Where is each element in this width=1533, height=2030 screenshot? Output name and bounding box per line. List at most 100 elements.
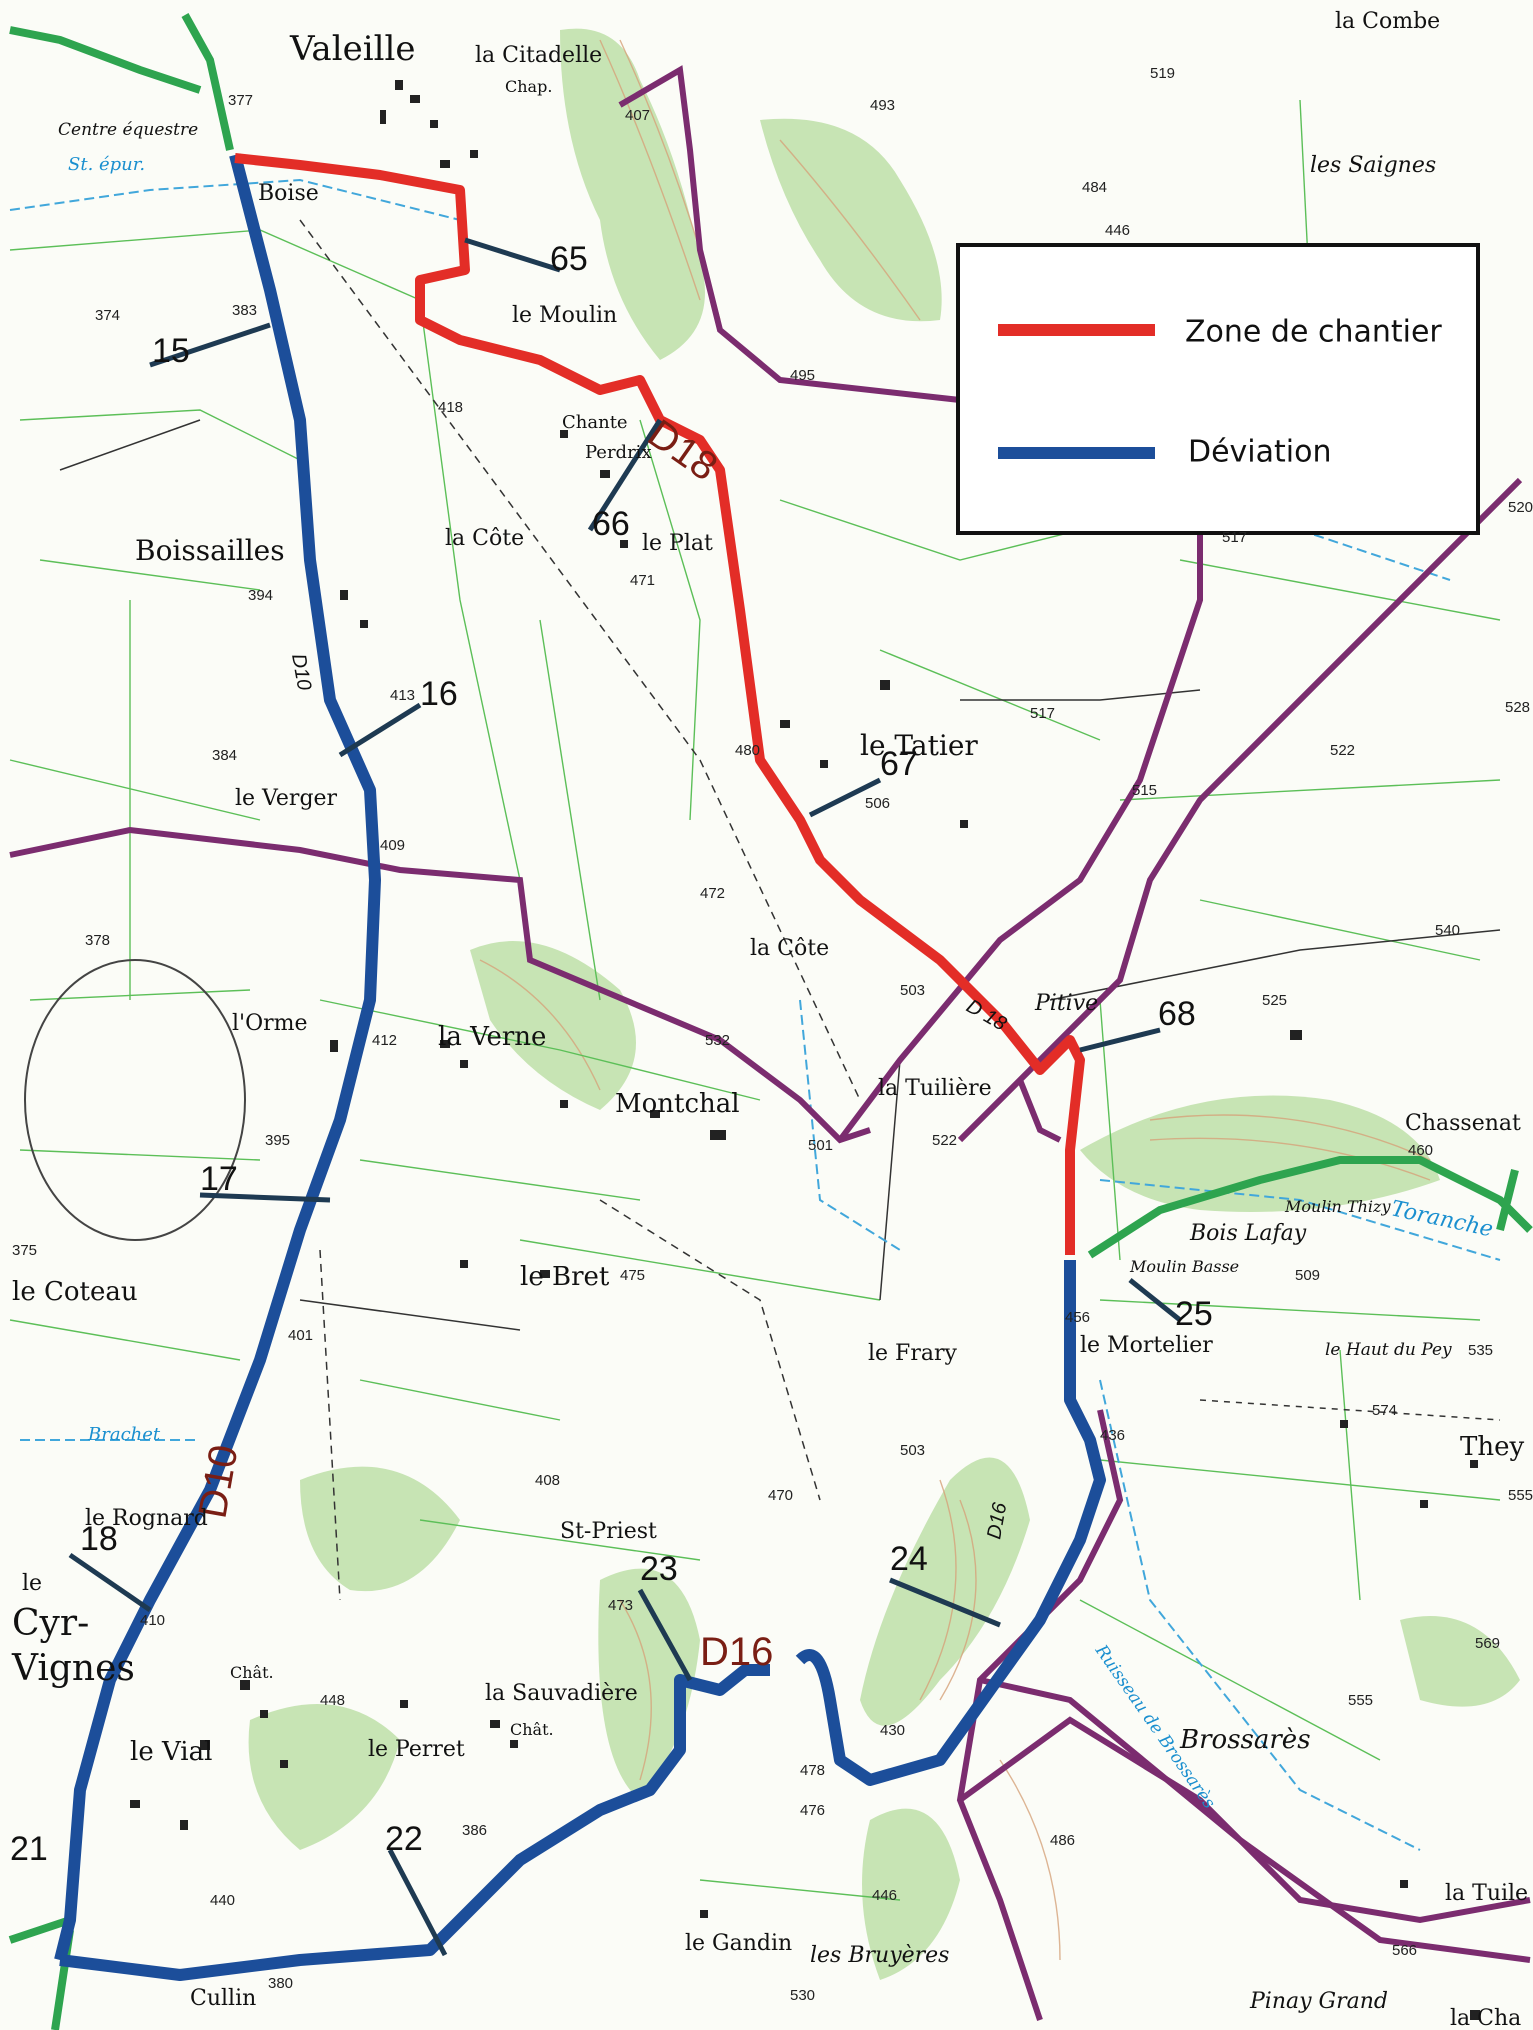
altitude: 448 xyxy=(320,1692,345,1709)
legend-label-detour: Déviation xyxy=(1188,435,1332,470)
place-la-sauvadiere: la Sauvadière xyxy=(485,1681,638,1706)
altitude: 509 xyxy=(1295,1267,1320,1284)
place-le-vial: le Vial xyxy=(130,1737,212,1767)
altitude: 440 xyxy=(210,1892,235,1909)
legend: Zone de chantier Déviation xyxy=(956,243,1480,535)
place-they: They xyxy=(1460,1432,1524,1462)
place-citadelle: la Citadelle xyxy=(475,43,602,68)
place-chat-2: Chât. xyxy=(510,1720,554,1739)
place-le-tatier: le Tatier xyxy=(860,729,978,762)
legend-box xyxy=(956,243,1480,535)
altitude: 503 xyxy=(900,982,925,999)
place-combe: la Combe xyxy=(1335,9,1440,34)
place-la-tuiliere: la Tuilière xyxy=(878,1076,992,1101)
altitude: 407 xyxy=(625,107,650,124)
altitude: 436 xyxy=(1100,1427,1125,1444)
commune-boundaries xyxy=(9,65,1531,2021)
altitude: 384 xyxy=(212,747,237,764)
altitude: 569 xyxy=(1475,1635,1500,1652)
place-le-haut-du-pey: le Haut du Pey xyxy=(1325,1340,1452,1360)
altitude: 475 xyxy=(620,1267,645,1284)
road-label-d16: D16 xyxy=(700,1630,773,1674)
altitude: 374 xyxy=(95,307,120,324)
altitude: 476 xyxy=(800,1802,825,1819)
construction-zone xyxy=(234,153,1085,1255)
altitude: 486 xyxy=(1050,1832,1075,1849)
place-le-perret: le Perret xyxy=(368,1737,465,1762)
place-chap: Chap. xyxy=(505,77,552,96)
marker-17: 17 xyxy=(200,1160,238,1198)
place-boise: Boise xyxy=(258,181,319,206)
altitude: 478 xyxy=(800,1762,825,1779)
altitude: 460 xyxy=(1408,1142,1433,1159)
place-vignes: Vignes xyxy=(11,1648,135,1689)
altitude: 525 xyxy=(1262,992,1287,1009)
legend-label-construction: Zone de chantier xyxy=(1185,315,1442,350)
marker-68: 68 xyxy=(1158,995,1196,1033)
altitude: 522 xyxy=(932,1132,957,1149)
marker-23: 23 xyxy=(640,1550,678,1588)
place-pitive: Pitive xyxy=(1034,991,1098,1016)
place-moulin-basse: Moulin Basse xyxy=(1129,1257,1239,1276)
place-moulin-thizy: Moulin Thizy xyxy=(1284,1197,1391,1216)
water-brachet: Brachet xyxy=(87,1424,161,1445)
altitude: 555 xyxy=(1508,1487,1533,1504)
altitude: 395 xyxy=(265,1132,290,1149)
altitude: 517 xyxy=(1222,529,1247,546)
altitude: 515 xyxy=(1132,782,1157,799)
altitude: 555 xyxy=(1348,1692,1373,1709)
altitude: 470 xyxy=(768,1487,793,1504)
marker-16: 16 xyxy=(420,675,458,713)
place-montchal: Montchal xyxy=(615,1089,740,1119)
place-cyr: Cyr- xyxy=(12,1603,89,1644)
place-valeille: Valeille xyxy=(289,29,415,69)
streams xyxy=(9,178,1501,1851)
altitude: 380 xyxy=(268,1975,293,1992)
marker-leaders xyxy=(68,237,1182,1957)
green-roads xyxy=(8,13,1533,2030)
place-le-verger: le Verger xyxy=(235,786,338,811)
place-chat-1: Chât. xyxy=(230,1663,274,1682)
marker-25: 25 xyxy=(1175,1295,1213,1333)
altitude: 493 xyxy=(870,97,895,114)
altitude: 517 xyxy=(1030,705,1055,722)
place-saignes: les Saignes xyxy=(1310,153,1436,178)
altitude: 503 xyxy=(900,1442,925,1459)
place-le-bret: le Bret xyxy=(520,1262,610,1292)
altitude: 456 xyxy=(1065,1309,1090,1326)
altitude: 413 xyxy=(390,687,415,704)
place-cullin: Cullin xyxy=(190,1986,256,2011)
altitude: 501 xyxy=(808,1137,833,1154)
place-chassenat: Chassenat xyxy=(1405,1111,1521,1136)
place-la-cha: la Cha xyxy=(1450,2006,1521,2030)
altitude: 418 xyxy=(438,399,463,416)
field-boundaries xyxy=(9,99,1501,1901)
altitude: 535 xyxy=(1468,1342,1493,1359)
altitude: 409 xyxy=(380,837,405,854)
place-bois-lafay: Bois Lafay xyxy=(1189,1221,1307,1246)
altitude: 408 xyxy=(535,1472,560,1489)
marker-18: 18 xyxy=(80,1520,118,1558)
altitude: 519 xyxy=(1150,65,1175,82)
buildings xyxy=(130,80,1480,2020)
place-la-tuile: la Tuile xyxy=(1445,1881,1528,1906)
place-le-mortelier: le Mortelier xyxy=(1080,1333,1213,1358)
altitude: 386 xyxy=(462,1822,487,1839)
place-perdrix: Perdrix xyxy=(585,442,652,463)
altitude: 472 xyxy=(700,885,725,902)
altitude: 522 xyxy=(1330,742,1355,759)
place-orme: l'Orme xyxy=(232,1011,308,1036)
place-le-rognard: le Rognard xyxy=(85,1506,208,1531)
altitude: 375 xyxy=(12,1242,37,1259)
altitude-labels: 377 374 383 418 413 394 384 409 378 412 … xyxy=(12,65,1533,2004)
altitude: 566 xyxy=(1392,1942,1417,1959)
altitude: 394 xyxy=(248,587,273,604)
detour-route xyxy=(54,153,1106,1981)
altitude: 383 xyxy=(232,302,257,319)
place-centre-equestre: Centre équestre xyxy=(58,120,198,140)
altitude: 473 xyxy=(608,1597,633,1614)
contour-lines xyxy=(479,39,1431,1961)
marker-15: 15 xyxy=(152,332,190,370)
altitude: 484 xyxy=(1082,179,1107,196)
